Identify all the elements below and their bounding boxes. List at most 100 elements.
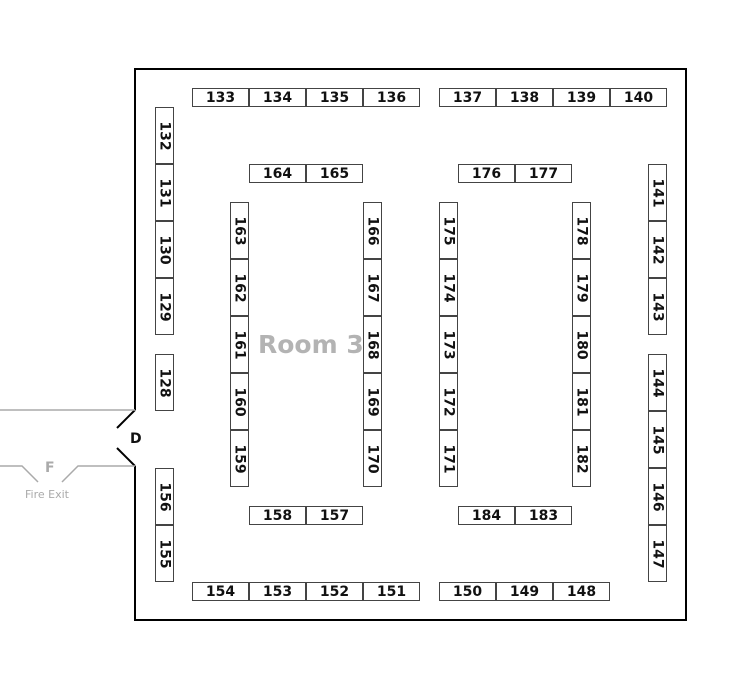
booth-174[interactable]: 174 <box>439 259 458 316</box>
booth-131[interactable]: 131 <box>155 164 174 221</box>
booth-132[interactable]: 132 <box>155 107 174 164</box>
booth-number: 164 <box>262 165 293 182</box>
booth-166[interactable]: 166 <box>363 202 382 259</box>
booth-number: 165 <box>319 165 350 182</box>
booth-179[interactable]: 179 <box>572 259 591 316</box>
booth-number: 143 <box>649 291 666 322</box>
booth-135[interactable]: 135 <box>306 88 363 107</box>
booth-133[interactable]: 133 <box>192 88 249 107</box>
booth-number: 138 <box>509 89 540 106</box>
booth-number: 158 <box>262 507 293 524</box>
booth-number: 133 <box>205 89 236 106</box>
booth-number: 177 <box>528 165 559 182</box>
booth-number: 132 <box>156 120 173 151</box>
booth-number: 154 <box>205 583 236 600</box>
door-flap-upper <box>116 409 136 429</box>
door-flap-lower <box>116 447 136 467</box>
booth-number: 142 <box>649 234 666 265</box>
booth-149[interactable]: 149 <box>496 582 553 601</box>
booth-148[interactable]: 148 <box>553 582 610 601</box>
booth-number: 174 <box>440 272 457 303</box>
booth-number: 171 <box>440 443 457 474</box>
booth-172[interactable]: 172 <box>439 373 458 430</box>
booth-number: 180 <box>573 329 590 360</box>
booth-184[interactable]: 184 <box>458 506 515 525</box>
booth-130[interactable]: 130 <box>155 221 174 278</box>
booth-152[interactable]: 152 <box>306 582 363 601</box>
booth-139[interactable]: 139 <box>553 88 610 107</box>
booth-number: 169 <box>364 386 381 417</box>
booth-163[interactable]: 163 <box>230 202 249 259</box>
booth-170[interactable]: 170 <box>363 430 382 487</box>
booth-number: 170 <box>364 443 381 474</box>
booth-182[interactable]: 182 <box>572 430 591 487</box>
booth-157[interactable]: 157 <box>306 506 363 525</box>
booth-128[interactable]: 128 <box>155 354 174 411</box>
booth-137[interactable]: 137 <box>439 88 496 107</box>
booth-number: 175 <box>440 215 457 246</box>
booth-177[interactable]: 177 <box>515 164 572 183</box>
fire-exit-letter: F <box>45 460 55 476</box>
booth-151[interactable]: 151 <box>363 582 420 601</box>
booth-176[interactable]: 176 <box>458 164 515 183</box>
booth-number: 141 <box>649 177 666 208</box>
booth-178[interactable]: 178 <box>572 202 591 259</box>
booth-number: 167 <box>364 272 381 303</box>
booth-number: 162 <box>231 272 248 303</box>
booth-number: 183 <box>528 507 559 524</box>
booth-number: 137 <box>452 89 483 106</box>
booth-number: 135 <box>319 89 350 106</box>
booth-138[interactable]: 138 <box>496 88 553 107</box>
booth-number: 161 <box>231 329 248 360</box>
booth-134[interactable]: 134 <box>249 88 306 107</box>
booth-180[interactable]: 180 <box>572 316 591 373</box>
booth-168[interactable]: 168 <box>363 316 382 373</box>
booth-number: 144 <box>649 367 666 398</box>
booth-number: 139 <box>566 89 597 106</box>
booth-158[interactable]: 158 <box>249 506 306 525</box>
booth-140[interactable]: 140 <box>610 88 667 107</box>
booth-155[interactable]: 155 <box>155 525 174 582</box>
booth-146[interactable]: 146 <box>648 468 667 525</box>
booth-number: 156 <box>156 481 173 512</box>
booth-number: 146 <box>649 481 666 512</box>
room-name: Room 3 <box>258 330 364 359</box>
booth-144[interactable]: 144 <box>648 354 667 411</box>
booth-161[interactable]: 161 <box>230 316 249 373</box>
booth-150[interactable]: 150 <box>439 582 496 601</box>
booth-number: 152 <box>319 583 350 600</box>
booth-number: 159 <box>231 443 248 474</box>
booth-183[interactable]: 183 <box>515 506 572 525</box>
booth-141[interactable]: 141 <box>648 164 667 221</box>
booth-154[interactable]: 154 <box>192 582 249 601</box>
booth-162[interactable]: 162 <box>230 259 249 316</box>
booth-number: 184 <box>471 507 502 524</box>
booth-number: 134 <box>262 89 293 106</box>
booth-147[interactable]: 147 <box>648 525 667 582</box>
booth-129[interactable]: 129 <box>155 278 174 335</box>
booth-142[interactable]: 142 <box>648 221 667 278</box>
booth-160[interactable]: 160 <box>230 373 249 430</box>
booth-number: 173 <box>440 329 457 360</box>
booth-167[interactable]: 167 <box>363 259 382 316</box>
booth-165[interactable]: 165 <box>306 164 363 183</box>
booth-159[interactable]: 159 <box>230 430 249 487</box>
booth-173[interactable]: 173 <box>439 316 458 373</box>
booth-169[interactable]: 169 <box>363 373 382 430</box>
booth-153[interactable]: 153 <box>249 582 306 601</box>
booth-number: 148 <box>566 583 597 600</box>
booth-143[interactable]: 143 <box>648 278 667 335</box>
booth-145[interactable]: 145 <box>648 411 667 468</box>
booth-136[interactable]: 136 <box>363 88 420 107</box>
booth-number: 172 <box>440 386 457 417</box>
booth-175[interactable]: 175 <box>439 202 458 259</box>
booth-number: 151 <box>376 583 407 600</box>
booth-156[interactable]: 156 <box>155 468 174 525</box>
booth-171[interactable]: 171 <box>439 430 458 487</box>
booth-164[interactable]: 164 <box>249 164 306 183</box>
booth-number: 136 <box>376 89 407 106</box>
booth-number: 181 <box>573 386 590 417</box>
booth-181[interactable]: 181 <box>572 373 591 430</box>
booth-number: 176 <box>471 165 502 182</box>
